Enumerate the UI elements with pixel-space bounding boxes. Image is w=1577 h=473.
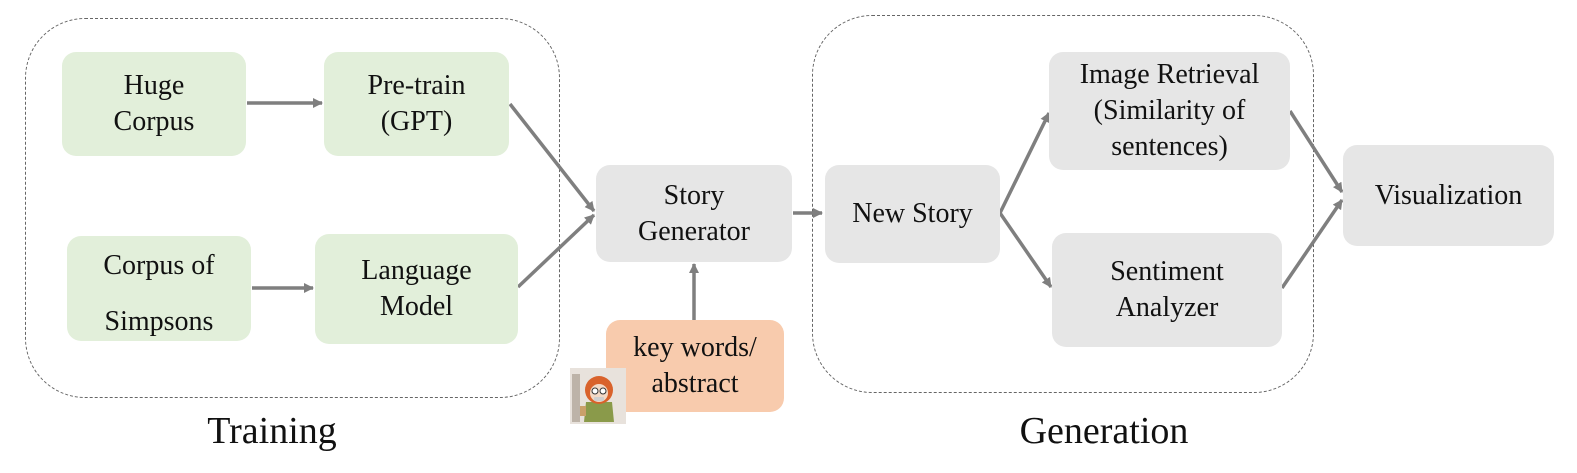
training-label: Training: [207, 410, 337, 452]
corpus-of-simpsons-node: Corpus of Simpsons: [67, 236, 251, 341]
pretrain-gpt-node: Pre-train (GPT): [324, 52, 509, 156]
arrow-pretrain-to-generator: [508, 102, 596, 213]
visualization-node: Visualization: [1343, 145, 1554, 246]
cartoon-character-icon: [570, 368, 626, 424]
arrow-sentiment-to-visualization: [1280, 199, 1344, 289]
story-generator-node: Story Generator: [596, 165, 792, 262]
arrow-newstory-to-sentiment: [998, 212, 1053, 288]
training-group: [25, 18, 560, 398]
sentiment-analyzer-node: Sentiment Analyzer: [1052, 233, 1282, 347]
huge-corpus-node: Huge Corpus: [62, 52, 246, 156]
arrow-newstory-to-retrieval: [998, 112, 1051, 214]
image-retrieval-node: Image Retrieval (Similarity of sentences…: [1049, 52, 1290, 170]
keywords-abstract-node: key words/ abstract: [606, 320, 784, 412]
new-story-node: New Story: [825, 165, 1000, 263]
generation-label: Generation: [1019, 410, 1189, 452]
generation-group: [812, 15, 1314, 393]
arrow-lm-to-generator: [516, 213, 596, 289]
language-model-node: Language Model: [315, 234, 518, 344]
arrow-retrieval-to-visualization: [1288, 110, 1344, 193]
